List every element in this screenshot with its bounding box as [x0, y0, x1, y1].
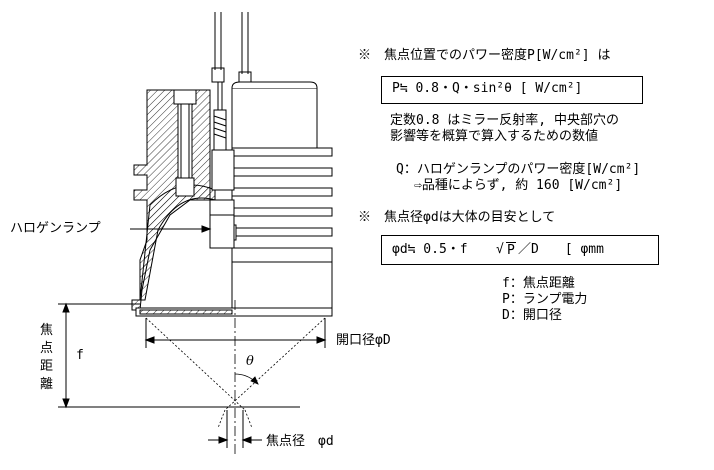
mounting-bolt [173, 89, 197, 197]
front-window [135, 307, 333, 317]
diameter-formula-under: P [506, 242, 516, 258]
focus-power-title: ※ 焦点位置でのパワー密度P[W/cm²] は [358, 48, 611, 63]
legend-p: P：ランプ電力 [502, 292, 588, 307]
focal-length-label: 焦点距離 [40, 323, 54, 392]
focus-diameter-dimension [208, 410, 262, 448]
lead-wires [211, 12, 252, 110]
power-formula: P≒ 0.8・Q・sin²θ [ W/cm²] [392, 81, 583, 96]
right-body-outline [227, 81, 333, 317]
diameter-formula-box: φd≒ 0.5・f √ P ／D [ φmm [381, 235, 659, 265]
halogen-lamp [209, 199, 235, 249]
halogen-lamp-label: ハロゲンランプ [10, 221, 101, 236]
theta-angle [234, 373, 259, 385]
focus-diameter-title: ※ 焦点径φdは大体の目安として [358, 210, 556, 225]
legend-d: D：開口径 [502, 308, 562, 323]
focal-length-dimension [58, 302, 300, 409]
theta-label: θ [246, 354, 254, 369]
lamp-leader [130, 225, 212, 233]
explanation-line-2: 影響等を概算で算入するための数値 [390, 129, 599, 144]
q-definition-line-2: ⇨品種によらず, 約 160 [W/cm²] [414, 178, 623, 193]
aperture-dimension [144, 318, 327, 348]
focus-diameter-label: 焦点径 φd [266, 434, 334, 449]
q-definition-line-1: Q：ハロゲンランプのパワー密度[W/cm²] [396, 162, 641, 177]
diameter-formula-root: √ [496, 242, 504, 257]
legend-f: f：焦点距離 [502, 276, 575, 291]
power-formula-box: P≒ 0.8・Q・sin²θ [ W/cm²] [381, 76, 643, 104]
left-body-section [131, 89, 216, 311]
focal-length-symbol: f [76, 348, 84, 363]
aperture-label: 開口径φD [336, 333, 391, 348]
explanation-line-1: 定数0.8 はミラー反射率, 中央部穴の [390, 113, 619, 128]
spring-connector [211, 109, 235, 191]
diameter-formula-left: φd≒ 0.5・f [392, 242, 468, 257]
diameter-formula-right: ／D [ φmm [518, 242, 604, 257]
beam-cone [145, 317, 326, 429]
